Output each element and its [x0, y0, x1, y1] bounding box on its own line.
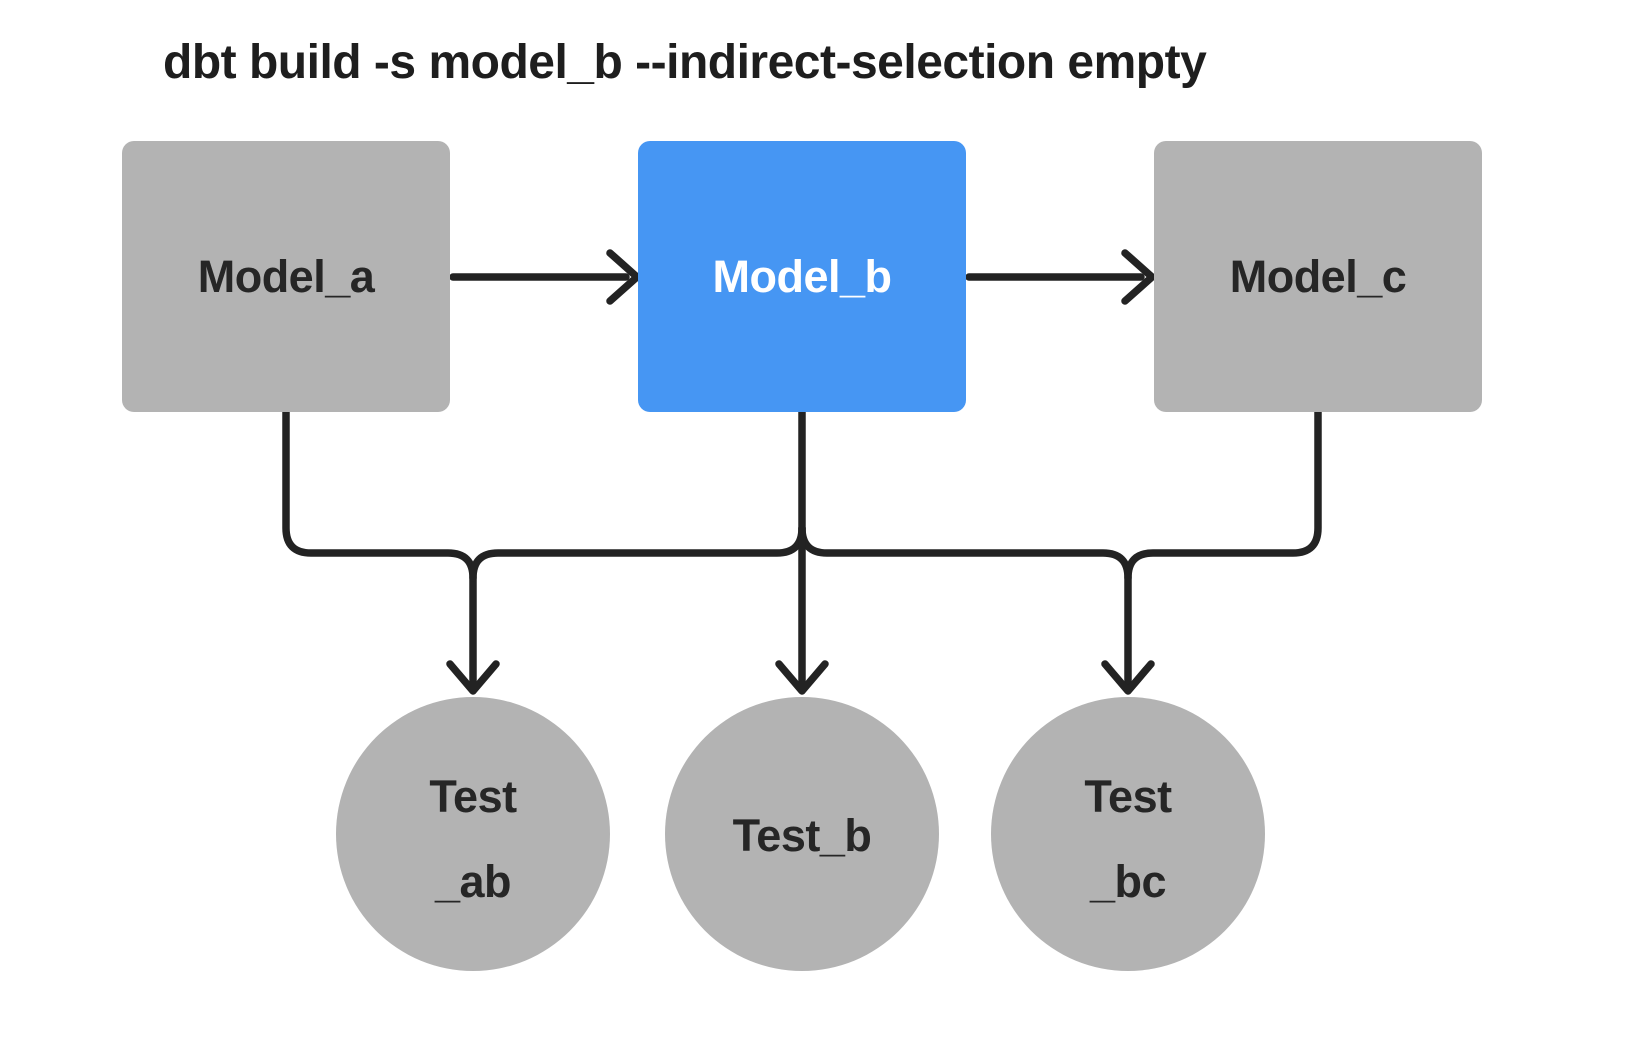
model-b-label: Model_b	[712, 251, 891, 302]
model-c-box	[1154, 141, 1482, 412]
model-c-label: Model_c	[1230, 251, 1407, 302]
node-test-bc: Test _bc	[991, 697, 1265, 971]
arrowhead-into-model-c-icon	[1121, 249, 1156, 305]
test-ab-label-line2: _ab	[434, 856, 511, 907]
test-bc-label-line1: Test	[1084, 771, 1172, 822]
test-bc-label-line2: _bc	[1089, 856, 1166, 907]
test-b-label-line1: Test_b	[733, 810, 872, 861]
arrowhead-into-test-bc-icon	[1101, 660, 1155, 695]
test-ab-label-line1: Test	[429, 771, 517, 822]
edge-layer	[282, 249, 1322, 695]
node-test-ab: Test _ab	[336, 697, 610, 971]
node-model-c: Model_c	[1154, 141, 1482, 412]
model-a-box	[122, 141, 450, 412]
arrowhead-into-model-b-icon	[606, 249, 641, 305]
command-title: dbt build -s model_b --indirect-selectio…	[163, 36, 1207, 89]
edge-model-c-to-test-bc	[1124, 408, 1322, 693]
test-bc-circle	[991, 697, 1265, 971]
test-ab-circle	[336, 697, 610, 971]
model-b-box	[638, 141, 966, 412]
arrowhead-into-test-ab-icon	[446, 660, 500, 695]
node-test-b: Test_b	[665, 697, 939, 971]
node-model-a: Model_a	[122, 141, 450, 412]
node-model-b: Model_b	[638, 141, 966, 412]
model-a-label: Model_a	[198, 251, 376, 302]
arrowhead-into-test-b-icon	[775, 660, 829, 695]
test-b-circle	[665, 697, 939, 971]
